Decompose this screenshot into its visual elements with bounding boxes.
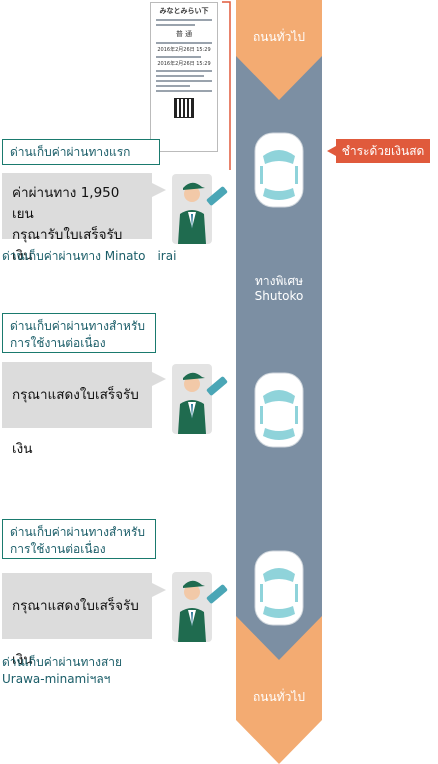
gate-3-bubble-line1: กรุณาแสดงใบเสร็จรับเงิน (12, 598, 139, 668)
road-top-label: ถนนทั่วไป (253, 30, 305, 44)
gate-1-bubble-line1: ค่าผ่านทาง 1,950 เยน (12, 185, 120, 222)
road-exit-arrow (236, 616, 322, 764)
gate-1-label: ด่านเก็บค่าผ่านทางแรก (2, 139, 160, 165)
qr-code-icon (174, 98, 194, 118)
road-middle-label-line2: Shutoko (254, 289, 304, 303)
receipt-type: 普 通 (175, 30, 193, 38)
gate-3-name-line1: ด่านเก็บค่าผ่านทางสาย (2, 655, 123, 669)
receipt-pointer (222, 1, 231, 170)
car-icon (254, 132, 304, 208)
gate-1-speech-bubble: ค่าผ่านทาง 1,950 เยน กรุณารับใบเสร็จรับเ… (2, 173, 166, 264)
car-icon (254, 372, 304, 448)
gate-3-speech-bubble: กรุณาแสดงใบเสร็จรับเงิน (2, 573, 166, 668)
road-middle-label: ทางพิเศษ Shutoko (236, 274, 322, 304)
road-entry-arrow (236, 0, 322, 100)
road-middle-label-line1: ทางพิเศษ (254, 274, 304, 288)
gate-1-name: ด่านเก็บค่าผ่านทาง Minato irai (2, 249, 177, 263)
gate-3-name-line2: Urawa-minamiฯลฯ (2, 672, 111, 686)
toll-clerk-icon (172, 572, 228, 642)
gate-2-speech-bubble: กรุณาแสดงใบเสร็จรับเงิน (2, 362, 166, 457)
cash-payment-tag: ชำระด้วยเงินสด (327, 139, 430, 163)
toll-clerk-icon (172, 364, 228, 434)
toll-clerk-icon (172, 174, 228, 244)
gate-1-bubble-line2: กรุณารับใบเสร็จรับเงิน (12, 227, 123, 264)
receipt-number-2: 2016年2月26日 15:29 (157, 61, 211, 67)
road-bottom-label: ถนนทั่วไป (253, 690, 305, 704)
gate-3-name: ด่านเก็บค่าผ่านทางสาย Urawa-minamiฯลฯ (2, 654, 122, 688)
receipt-number-1: 2016年2月26日 15:29 (157, 47, 211, 53)
gate-2-label: ด่านเก็บค่าผ่านทางสำหรับการใช้งานต่อเนื่… (2, 313, 156, 353)
gate-2-bubble-line1: กรุณาแสดงใบเสร็จรับเงิน (12, 387, 139, 457)
receipt-header: みなとみらい下 (159, 7, 209, 15)
gate-3-label: ด่านเก็บค่าผ่านทางสำหรับการใช้งานต่อเนื่… (2, 519, 156, 559)
car-icon (254, 550, 304, 626)
receipt-icon: みなとみらい下 普 通 2016年2月26日 15:29 2016年2月26日 … (150, 2, 218, 152)
